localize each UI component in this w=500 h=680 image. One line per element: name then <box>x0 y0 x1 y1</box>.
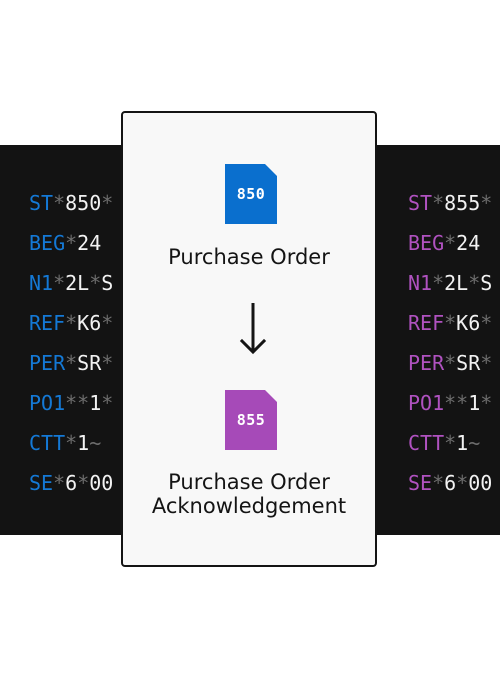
element-separator: * <box>432 471 445 495</box>
edi-segment-line: ST*855* <box>408 183 492 223</box>
element-separator: * <box>456 391 469 415</box>
element-separator: * <box>101 391 114 415</box>
edi-segment-line: PER*SR* <box>29 343 113 383</box>
element-separator: * <box>101 311 114 335</box>
element-value: 2L <box>65 271 90 295</box>
element-separator: * <box>480 391 493 415</box>
element-value: 6 <box>65 471 78 495</box>
element-separator: * <box>89 271 102 295</box>
segment-id: ST <box>408 191 433 215</box>
element-value: SR <box>456 351 481 375</box>
transaction-card: 850 Purchase Order 855 Purchase Order Ac… <box>121 111 377 567</box>
purchase-order-label: Purchase Order <box>168 245 330 269</box>
element-separator: * <box>444 351 457 375</box>
segment-id: CTT <box>29 431 66 455</box>
edi-segment-line: N1*2L*S <box>408 263 492 303</box>
element-separator: * <box>480 351 493 375</box>
ack-label-line-2: Acknowledgement <box>151 494 347 518</box>
segment-id: BEG <box>408 231 445 255</box>
segment-id: PO1 <box>29 391 66 415</box>
element-separator: * <box>65 311 78 335</box>
element-separator: * <box>101 351 114 375</box>
element-value: K6 <box>456 311 481 335</box>
segment-id: BEG <box>29 231 66 255</box>
element-separator: * <box>65 231 78 255</box>
element-value: 1 <box>468 391 481 415</box>
edi-segment-line: BEG*24 <box>408 223 492 263</box>
document-850-icon: 850 <box>225 164 277 224</box>
edi-segment-line: CTT*1~ <box>29 423 113 463</box>
ack-label-line-1: Purchase Order <box>168 470 330 494</box>
element-value: 1 <box>456 431 469 455</box>
segment-id: CTT <box>408 431 445 455</box>
element-separator: * <box>53 271 66 295</box>
element-separator: * <box>432 271 445 295</box>
element-value: 1 <box>77 431 90 455</box>
edi-segment-line: REF*K6* <box>29 303 113 343</box>
element-separator: ~ <box>468 431 481 455</box>
edi-segment-line: PO1**1* <box>29 383 113 423</box>
element-separator: * <box>101 191 114 215</box>
document-855-icon: 855 <box>225 390 277 450</box>
element-separator: * <box>444 231 457 255</box>
element-separator: * <box>53 191 66 215</box>
document-855-code: 855 <box>236 411 266 429</box>
segment-id: SE <box>408 471 433 495</box>
segment-id: PER <box>408 351 445 375</box>
element-value: 6 <box>444 471 457 495</box>
element-separator: * <box>456 471 469 495</box>
element-separator: * <box>480 191 493 215</box>
element-separator: * <box>480 311 493 335</box>
element-value: 00 <box>89 471 114 495</box>
element-value: 00 <box>468 471 493 495</box>
segment-id: REF <box>29 311 66 335</box>
segment-id: PER <box>29 351 66 375</box>
arrow-down-icon <box>239 303 267 355</box>
edi-segment-line: REF*K6* <box>408 303 492 343</box>
segment-id: ST <box>29 191 54 215</box>
edi-segment-line: CTT*1~ <box>408 423 492 463</box>
element-value: 1 <box>89 391 102 415</box>
element-separator: * <box>65 351 78 375</box>
document-850-code: 850 <box>236 185 266 203</box>
segment-id: REF <box>408 311 445 335</box>
element-value: S <box>101 271 114 295</box>
element-separator: * <box>53 471 66 495</box>
element-separator: * <box>77 391 90 415</box>
segment-id: N1 <box>408 271 433 295</box>
element-value: 24 <box>77 231 102 255</box>
element-value: K6 <box>77 311 102 335</box>
element-separator: * <box>468 271 481 295</box>
element-value: 850 <box>65 191 102 215</box>
element-separator: * <box>65 391 78 415</box>
edi-segment-line: PER*SR* <box>408 343 492 383</box>
element-separator: * <box>444 391 457 415</box>
segment-id: N1 <box>29 271 54 295</box>
element-separator: * <box>65 431 78 455</box>
segment-id: SE <box>29 471 54 495</box>
element-separator: * <box>432 191 445 215</box>
element-value: S <box>480 271 493 295</box>
purchase-order-acknowledgement-label: Purchase Order Acknowledgement <box>123 470 375 518</box>
element-separator: * <box>77 471 90 495</box>
edi-segment-line: SE*6*00 <box>408 463 492 503</box>
element-value: 855 <box>444 191 481 215</box>
element-separator: * <box>444 431 457 455</box>
edi-segment-line: BEG*24 <box>29 223 113 263</box>
edi-segment-line: SE*6*00 <box>29 463 113 503</box>
element-value: 24 <box>456 231 481 255</box>
segment-id: PO1 <box>408 391 445 415</box>
edi-segment-line: PO1**1* <box>408 383 492 423</box>
element-value: SR <box>77 351 102 375</box>
element-separator: * <box>444 311 457 335</box>
edi-segment-line: ST*850* <box>29 183 113 223</box>
edi-segment-line: N1*2L*S <box>29 263 113 303</box>
element-value: 2L <box>444 271 469 295</box>
element-separator: ~ <box>89 431 102 455</box>
